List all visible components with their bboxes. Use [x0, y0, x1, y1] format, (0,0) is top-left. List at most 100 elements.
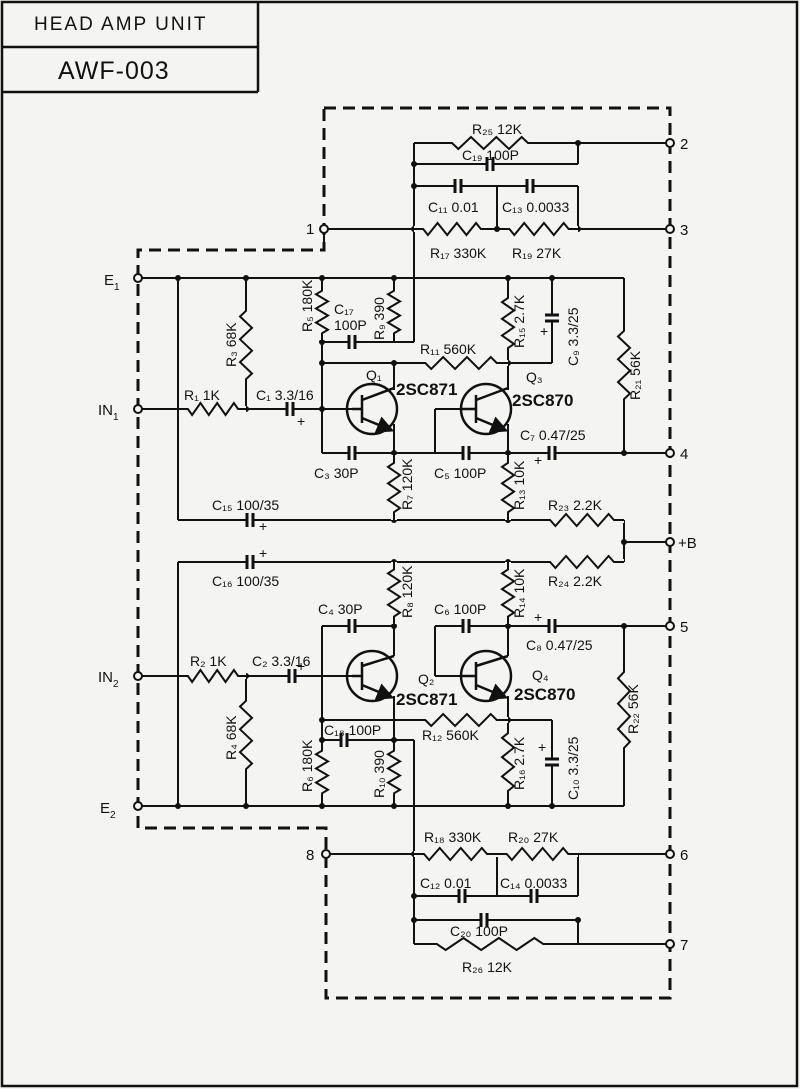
q1-label: Q₁: [366, 367, 382, 383]
r22-resistor: [616, 660, 632, 760]
q3-type-label: 2SC870: [512, 391, 573, 410]
c12-capacitor: [457, 888, 467, 904]
c9-label: C₉ 3.3/25: [565, 307, 581, 366]
r7-label: R₇ 120K: [399, 458, 415, 510]
r1-label: R₁ 1K: [184, 387, 221, 403]
r11-label: R₁₁ 560K: [420, 341, 477, 357]
r4-resistor: [238, 690, 254, 780]
c7-capacitor: [547, 445, 557, 461]
r26-label: R₂₆ 12K: [462, 959, 513, 975]
c13-label: C₁₃ 0.0033: [502, 199, 569, 215]
unit-title: HEAD AMP UNIT: [34, 14, 208, 35]
c16-capacitor: [245, 554, 255, 570]
terminal-7-label: 7: [680, 937, 688, 954]
terminal-bplus-label: +B: [678, 535, 697, 552]
r4-label: R₄ 68K: [223, 715, 239, 760]
q1-type-label: 2SC871: [396, 380, 457, 399]
svg-text:+: +: [534, 452, 542, 468]
svg-text:+: +: [534, 609, 542, 625]
q2-label: Q₂: [418, 671, 434, 687]
q4-transistor-symbol: [459, 649, 513, 703]
c3-label: C₃ 30P: [314, 465, 359, 481]
c4-capacitor: [347, 618, 357, 634]
c18-capacitor: [339, 732, 349, 748]
c18-label: C₁₈ 100P: [324, 722, 381, 738]
c7-label: C₇ 0.47/25: [520, 427, 586, 443]
c1-label: C₁ 3.3/16: [256, 387, 314, 403]
wiring: [138, 142, 670, 945]
r24-resistor: [540, 554, 624, 570]
r2-label: R₂ 1K: [190, 653, 227, 669]
r22-label: R₂₂ 56K: [625, 684, 641, 734]
c12-label: C₁₂ 0.01: [420, 875, 472, 891]
terminal-3-label: 3: [680, 222, 688, 239]
c1-capacitor: [285, 401, 295, 417]
terminal-5-label: 5: [680, 619, 688, 636]
r12-label: R₁₂ 560K: [422, 727, 480, 743]
c19-label: C₁₉ 100P: [462, 147, 519, 163]
terminal-2-label: 2: [680, 136, 688, 153]
terminal-6-label: 6: [680, 847, 688, 864]
r23-label: R₂₃ 2.2K: [548, 497, 603, 513]
c9-capacitor: [544, 313, 560, 323]
c5-capacitor: [461, 445, 471, 461]
terminal-circles: [133, 138, 675, 949]
svg-text:+: +: [297, 413, 305, 429]
c8-capacitor: [547, 618, 557, 634]
c10-label: C₁₀ 3.3/25: [565, 736, 581, 800]
r11-resistor: [414, 355, 508, 371]
r26-resistor: [420, 936, 560, 952]
r19-label: R₁₉ 27K: [512, 245, 562, 261]
r10-label: R₁₀ 390: [371, 750, 387, 798]
terminal-4-label: 4: [680, 446, 688, 463]
c19-capacitor: [485, 156, 495, 172]
c16-label: C₁₆ 100/35: [212, 573, 279, 589]
r20-resistor: [497, 846, 578, 862]
r19-resistor: [500, 221, 578, 237]
model-number: AWF-003: [58, 57, 170, 85]
r5-resistor: [314, 284, 330, 340]
q4-label: Q₄: [532, 667, 549, 683]
transistors: [345, 382, 513, 703]
r25-label: R₂₅ 12K: [472, 121, 523, 137]
r3-label: R₃ 68K: [223, 322, 239, 367]
c3-capacitor: [347, 445, 357, 461]
unit-enclosure-outline: [136, 106, 672, 1000]
r9-resistor: [386, 284, 402, 340]
c8-label: C₈ 0.47/25: [526, 637, 593, 653]
c2-capacitor: [287, 668, 297, 684]
c11-capacitor: [453, 178, 463, 194]
c17-label: C₁₇: [334, 301, 354, 317]
c15-label: C₁₅ 100/35: [212, 497, 279, 513]
r6-resistor: [314, 744, 330, 800]
resistors: [180, 135, 632, 952]
c14-label: C₁₄ 0.0033: [500, 875, 567, 891]
q3-label: Q₃: [526, 369, 543, 385]
terminal-in2-label: IN2: [98, 669, 119, 690]
terminal-in1-label: IN1: [98, 402, 119, 423]
r14-label: R₁₄ 10K: [511, 568, 527, 618]
r18-label: R₁₈ 330K: [424, 829, 482, 845]
terminal-e1-label: E1: [104, 272, 120, 293]
polarity-marks: + + + + + + + +: [259, 323, 548, 755]
r21-resistor: [616, 320, 632, 410]
terminal-labels: 2 3 4 +B 5 6 7 1 8 E1 E2 IN1 IN2: [98, 136, 697, 954]
svg-text:+: +: [538, 739, 546, 755]
q2-type-label: 2SC871: [396, 690, 457, 709]
c10-capacitor: [544, 757, 560, 767]
c20-label: C₂₀ 100P: [450, 923, 508, 939]
terminal-e2-label: E2: [100, 800, 116, 821]
svg-text:+: +: [259, 545, 267, 561]
r8-resistor: [386, 562, 402, 624]
title-block: HEAD AMP UNIT AWF-003: [0, 0, 258, 92]
r6-label: R₆ 180K: [299, 739, 315, 792]
q2-transistor-symbol: [345, 649, 399, 703]
r8-label: R₈ 120K: [399, 565, 415, 618]
c5-label: C₅ 100P: [434, 465, 486, 481]
svg-text:+: +: [259, 518, 267, 534]
r2-resistor: [180, 668, 246, 684]
r17-label: R₁₇ 330K: [430, 245, 487, 261]
